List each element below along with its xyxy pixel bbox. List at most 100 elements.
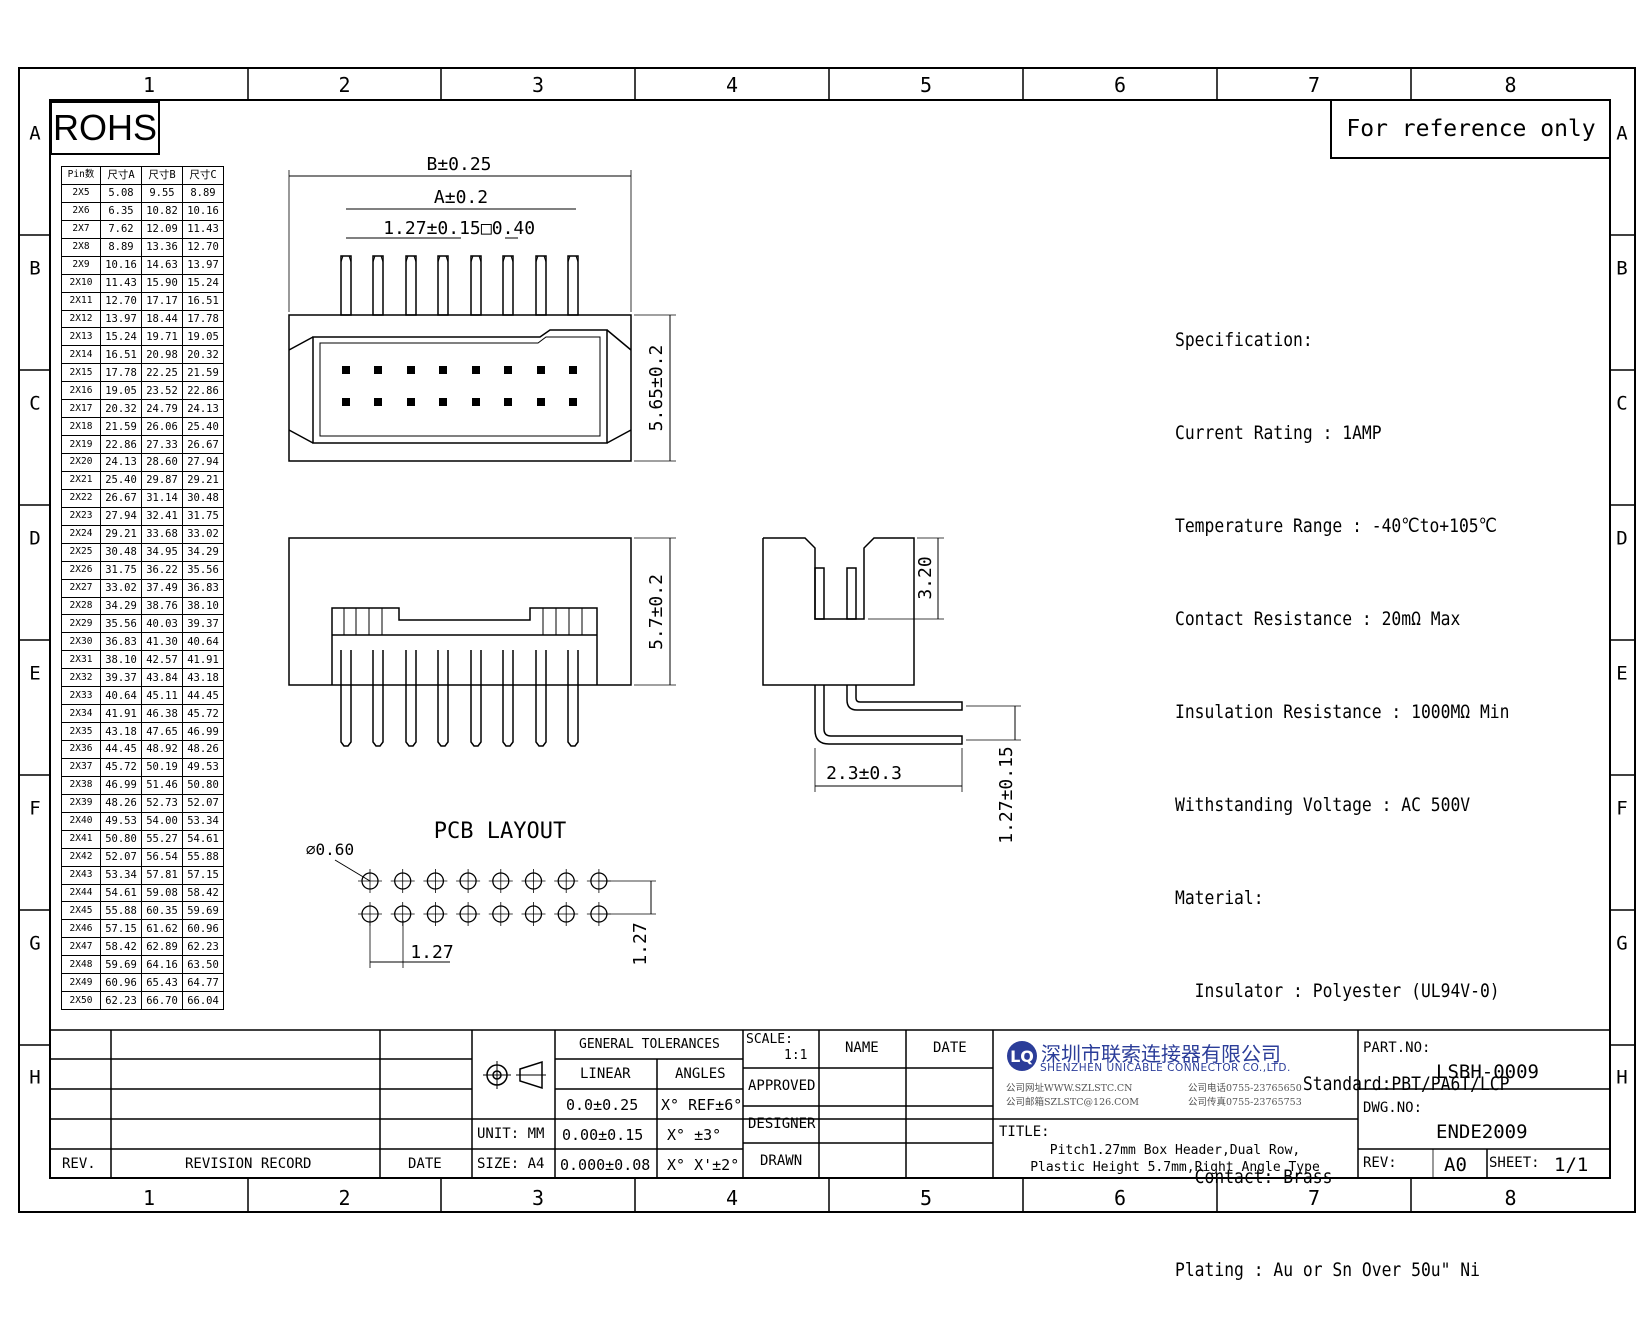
pcb-pitch-y: 1.27: [630, 922, 651, 965]
contact-hole: [374, 366, 382, 374]
dim-height-front: 5.7±0.2: [646, 574, 667, 650]
pin-table-cell: 2X10: [61, 273, 101, 293]
spec-line: Temperature Range : -40℃to+105℃: [1175, 515, 1497, 537]
part-number: LSBH-0009: [1436, 1061, 1539, 1083]
title-label: TITLE:: [999, 1124, 1050, 1140]
pin-front: [502, 685, 514, 747]
pin-table-cell: 10.16: [100, 255, 142, 275]
part-no-label: PART.NO:: [1363, 1040, 1431, 1056]
rev-label: REV:: [1363, 1155, 1397, 1171]
pin-table-cell: 62.23: [100, 991, 142, 1011]
frame-column-label: 5: [920, 1186, 932, 1210]
pin-table-cell: 38.10: [182, 596, 224, 616]
pin-table-cell: 24.13: [182, 399, 224, 419]
pin-table-cell: 27.94: [182, 453, 224, 472]
pin-table-cell: 52.07: [100, 847, 142, 867]
frame-column-label: 7: [1308, 73, 1320, 97]
contact-hole: [504, 366, 512, 374]
scale-value: 1:1: [784, 1048, 808, 1063]
pin-table-cell: 2X18: [61, 417, 101, 437]
frame-column-label: 1: [143, 1186, 155, 1210]
pin-table-cell: 48.26: [182, 740, 224, 759]
frame-column-label: 4: [726, 73, 738, 97]
pin-table-cell: 20.98: [141, 345, 183, 365]
pin-table-cell: 59.69: [182, 901, 224, 921]
pin-table-cell: 57.15: [182, 865, 224, 885]
date-column-header: DATE: [933, 1040, 967, 1056]
pin-table-cell: 41.91: [182, 650, 224, 670]
frame-column-label: 2: [338, 1186, 350, 1210]
pin-table-cell: 2X24: [61, 524, 101, 544]
pin-front: [340, 685, 352, 747]
title-line-1: Pitch1.27mm Box Header,Dual Row,: [1049, 1143, 1301, 1158]
unit-label: UNIT: MM: [477, 1126, 545, 1142]
frame-row-label: B: [29, 258, 40, 280]
general-tolerances-label: GENERAL TOLERANCES: [579, 1037, 720, 1052]
frame-column-label: 1: [143, 73, 155, 97]
pin-table-cell: 21.59: [100, 417, 142, 437]
pin-table-cell: 29.21: [182, 470, 224, 490]
frame-row-label: H: [29, 1067, 40, 1089]
svg-text:LQ: LQ: [1010, 1047, 1034, 1066]
frame-column-label: 5: [920, 73, 932, 97]
sheet-value: 1/1: [1554, 1154, 1589, 1176]
frame-column-label: 6: [1114, 1186, 1126, 1210]
pin-table-cell: 25.40: [100, 470, 142, 490]
frame-column-label: 8: [1504, 1186, 1516, 1210]
pin-table-cell: 43.84: [141, 668, 183, 688]
pin-table-cell: 24.13: [100, 453, 142, 472]
frame-row-label: C: [1616, 393, 1627, 415]
drawing-no-label: DWG.NO:: [1363, 1100, 1423, 1116]
frame-row-label: H: [1616, 1067, 1627, 1089]
contact-hole: [342, 398, 350, 406]
pin-table-cell: 48.26: [100, 793, 142, 813]
front-view: [288, 537, 676, 747]
pin-table-cell: 29.87: [141, 470, 183, 490]
pcb-pitch-x: 1.27: [410, 942, 453, 963]
pin-table-cell: 2X6: [61, 201, 101, 221]
pin-table-cell: 12.70: [100, 291, 142, 311]
pin-front: [437, 685, 449, 747]
pcb-layout-title: PCB LAYOUT: [434, 819, 566, 844]
pin-table-cell: 35.56: [100, 614, 142, 634]
pin-table-header-cell: 尺寸A: [100, 166, 142, 185]
pin-table-cell: 45.72: [182, 704, 224, 724]
pin-table-cell: 63.50: [182, 955, 224, 975]
pin-table-cell: 47.65: [141, 722, 183, 741]
pin-table-cell: 66.70: [141, 991, 183, 1011]
pin-table-cell: 11.43: [182, 219, 224, 239]
pin-table-cell: 26.06: [141, 417, 183, 437]
pin-table-cell: 15.24: [182, 273, 224, 293]
pin-table-cell: 19.71: [141, 327, 183, 347]
pin-table-cell: 55.88: [100, 901, 142, 921]
pin-table-cell: 45.72: [100, 757, 142, 777]
pin-table-cell: 2X28: [61, 596, 101, 616]
pin-table-cell: 53.34: [182, 811, 224, 831]
pin-table-cell: 33.02: [100, 578, 142, 598]
pin-table-cell: 57.15: [100, 919, 142, 939]
spec-line: Contact Resistance : 20mΩ Max: [1175, 608, 1461, 630]
pin-table-cell: 2X23: [61, 506, 101, 526]
pcb-hole-diameter: ⌀0.60: [306, 840, 354, 859]
frame-row-label: G: [29, 933, 40, 955]
pin-table-cell: 17.17: [141, 291, 183, 311]
designer-label: DESIGNER: [748, 1116, 816, 1132]
pin-table-cell: 51.46: [141, 775, 183, 795]
contact-hole: [439, 398, 447, 406]
dim-pin-square: □0.40: [481, 218, 535, 239]
pin-top: [535, 255, 547, 316]
pin-table-cell: 62.23: [182, 937, 224, 957]
pin-table-cell: 54.00: [141, 811, 183, 831]
title-line-2: Plastic Height 5.7mm,Right Angle Type: [1030, 1160, 1320, 1175]
